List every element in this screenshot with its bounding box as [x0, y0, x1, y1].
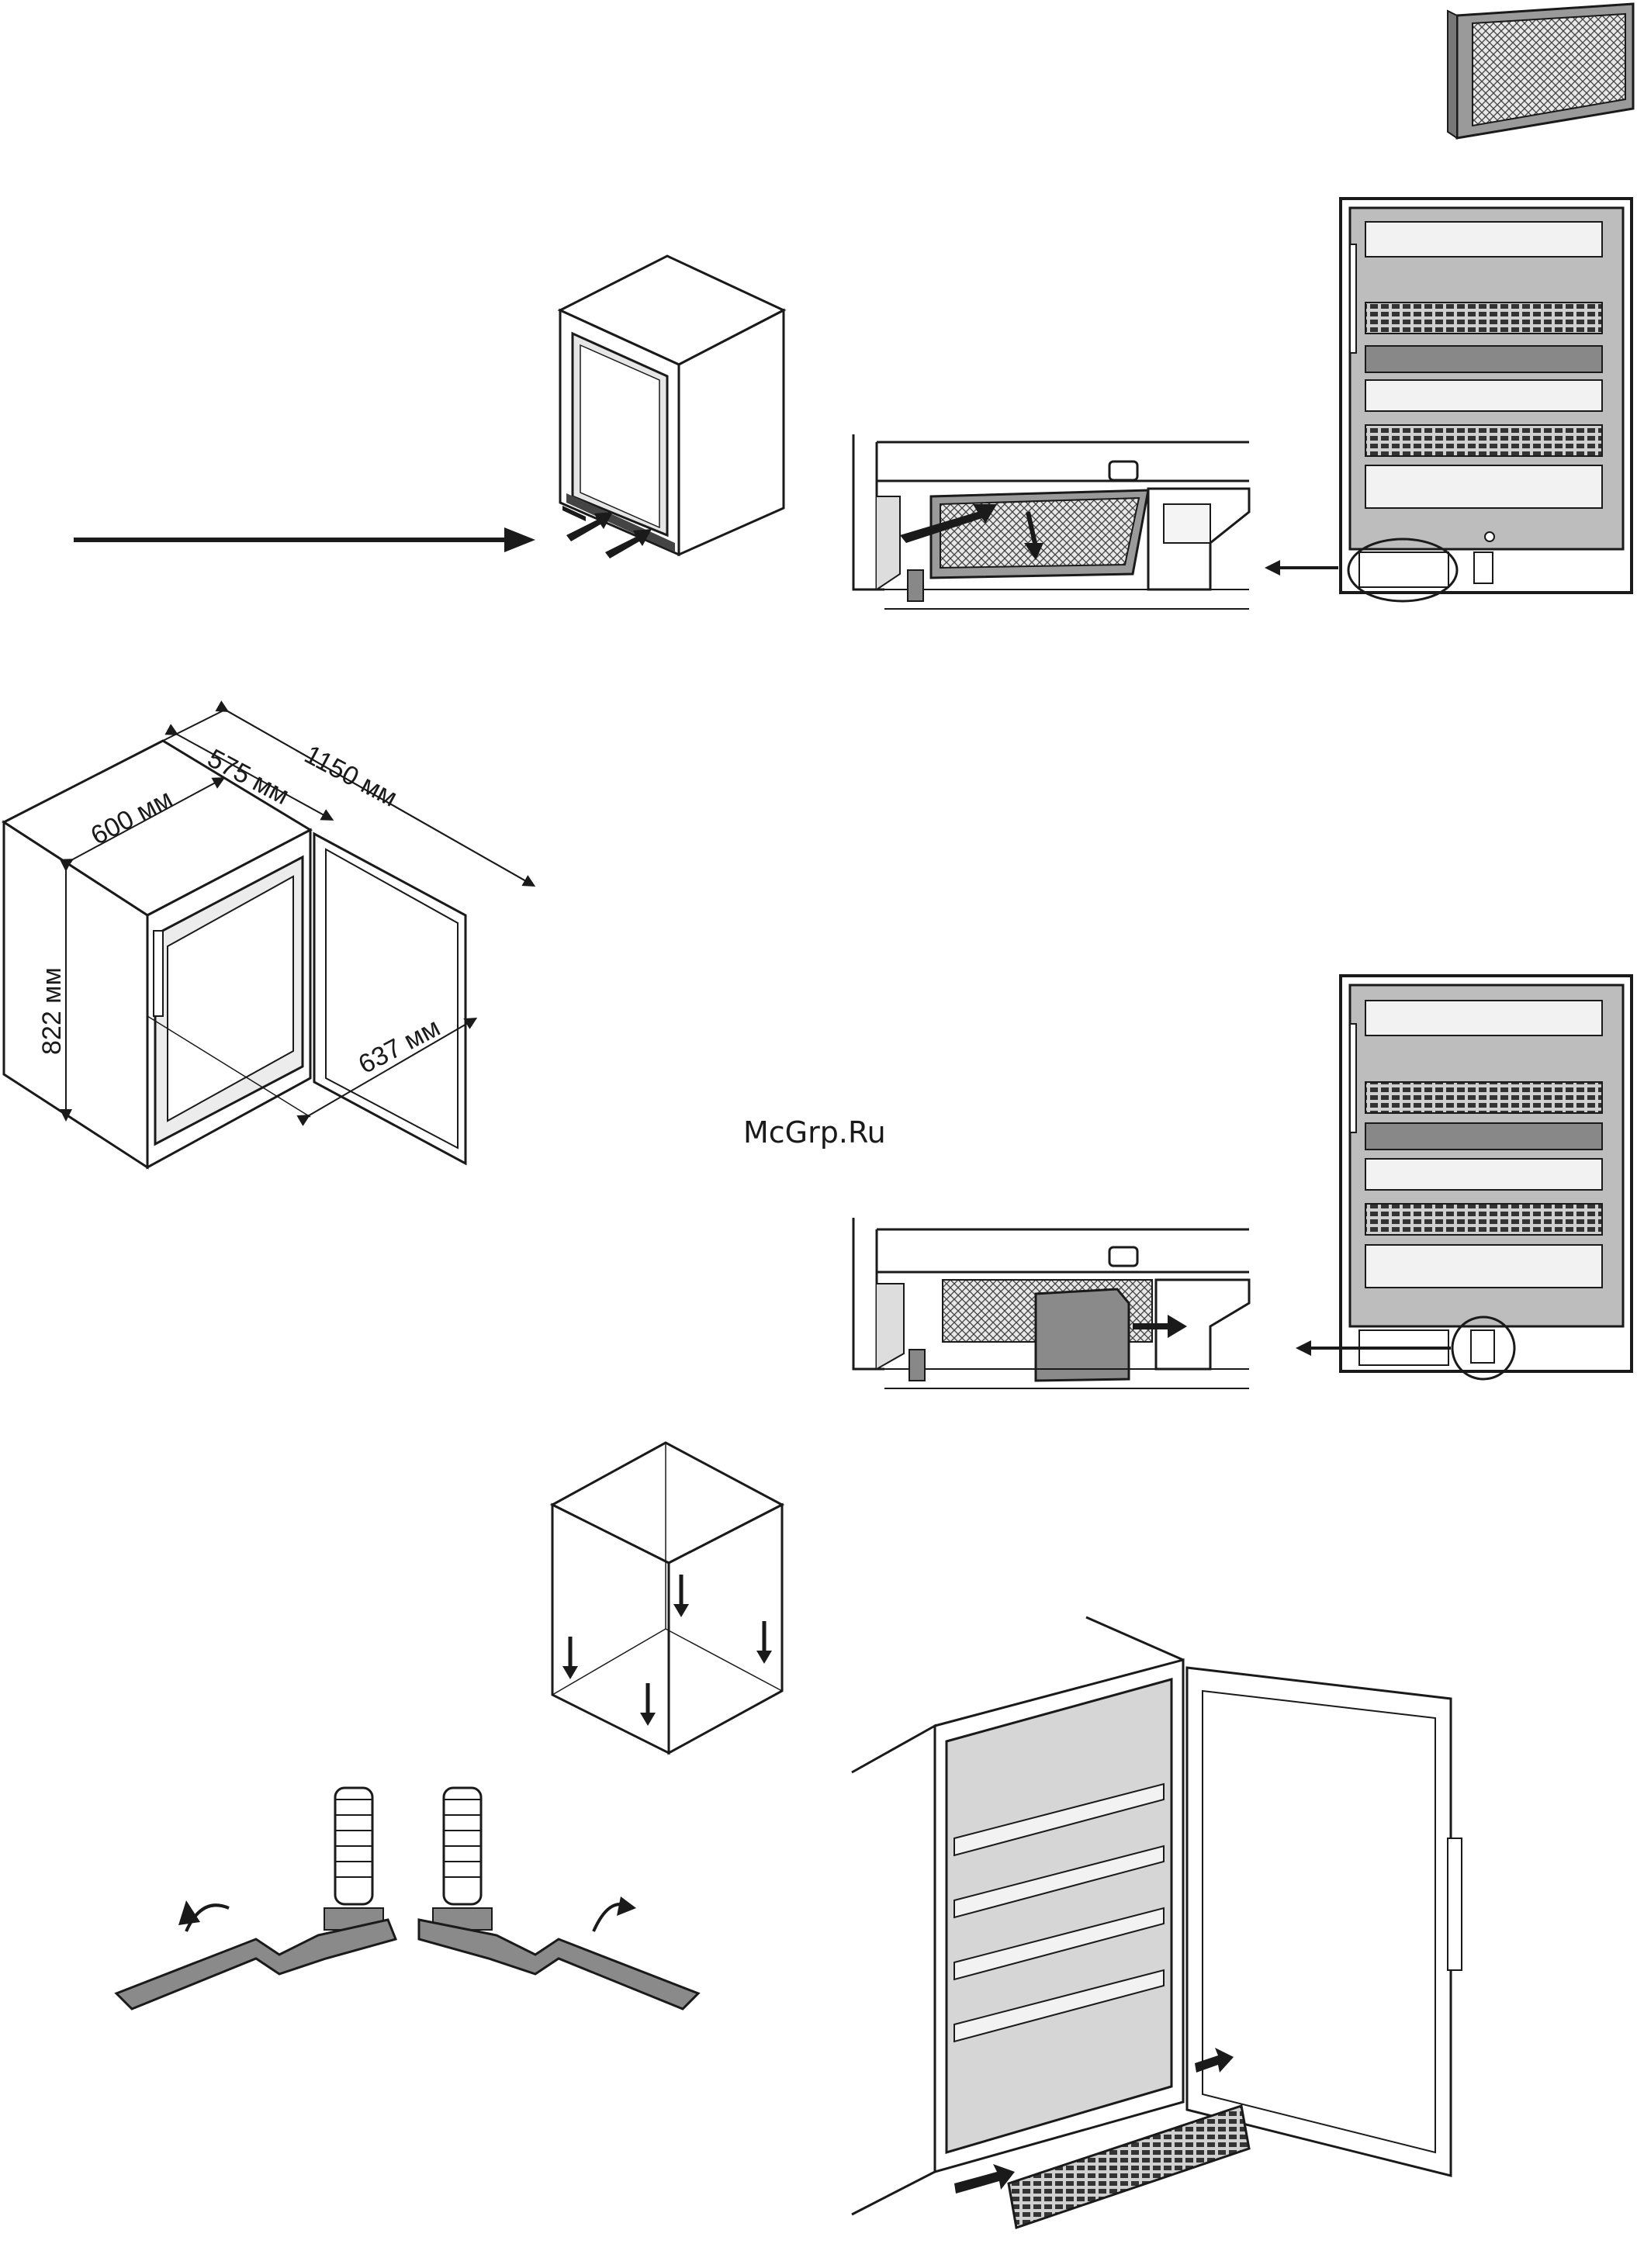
adjustable-leg-right [419, 1788, 698, 2009]
charcoal-filter-panel [1448, 4, 1633, 138]
drain-box-removal-detail [853, 1218, 1249, 1388]
installed-cabinet-open-door [852, 1617, 1462, 2228]
dim-label-822: 822 мм [37, 967, 67, 1055]
dim-label-1150: 1150 мм [299, 740, 402, 813]
cabinet-front-middle [1296, 976, 1632, 1379]
cabinet-rear-view-top [560, 256, 784, 558]
filter-insertion-detail [853, 434, 1249, 609]
insertion-arrow [74, 527, 535, 552]
watermark: McGrp.Ru [743, 1115, 886, 1150]
adjustable-leg-left [116, 1788, 396, 2009]
cabinet-leg-positions [552, 1443, 782, 1753]
cabinet-front-top [1265, 199, 1632, 601]
